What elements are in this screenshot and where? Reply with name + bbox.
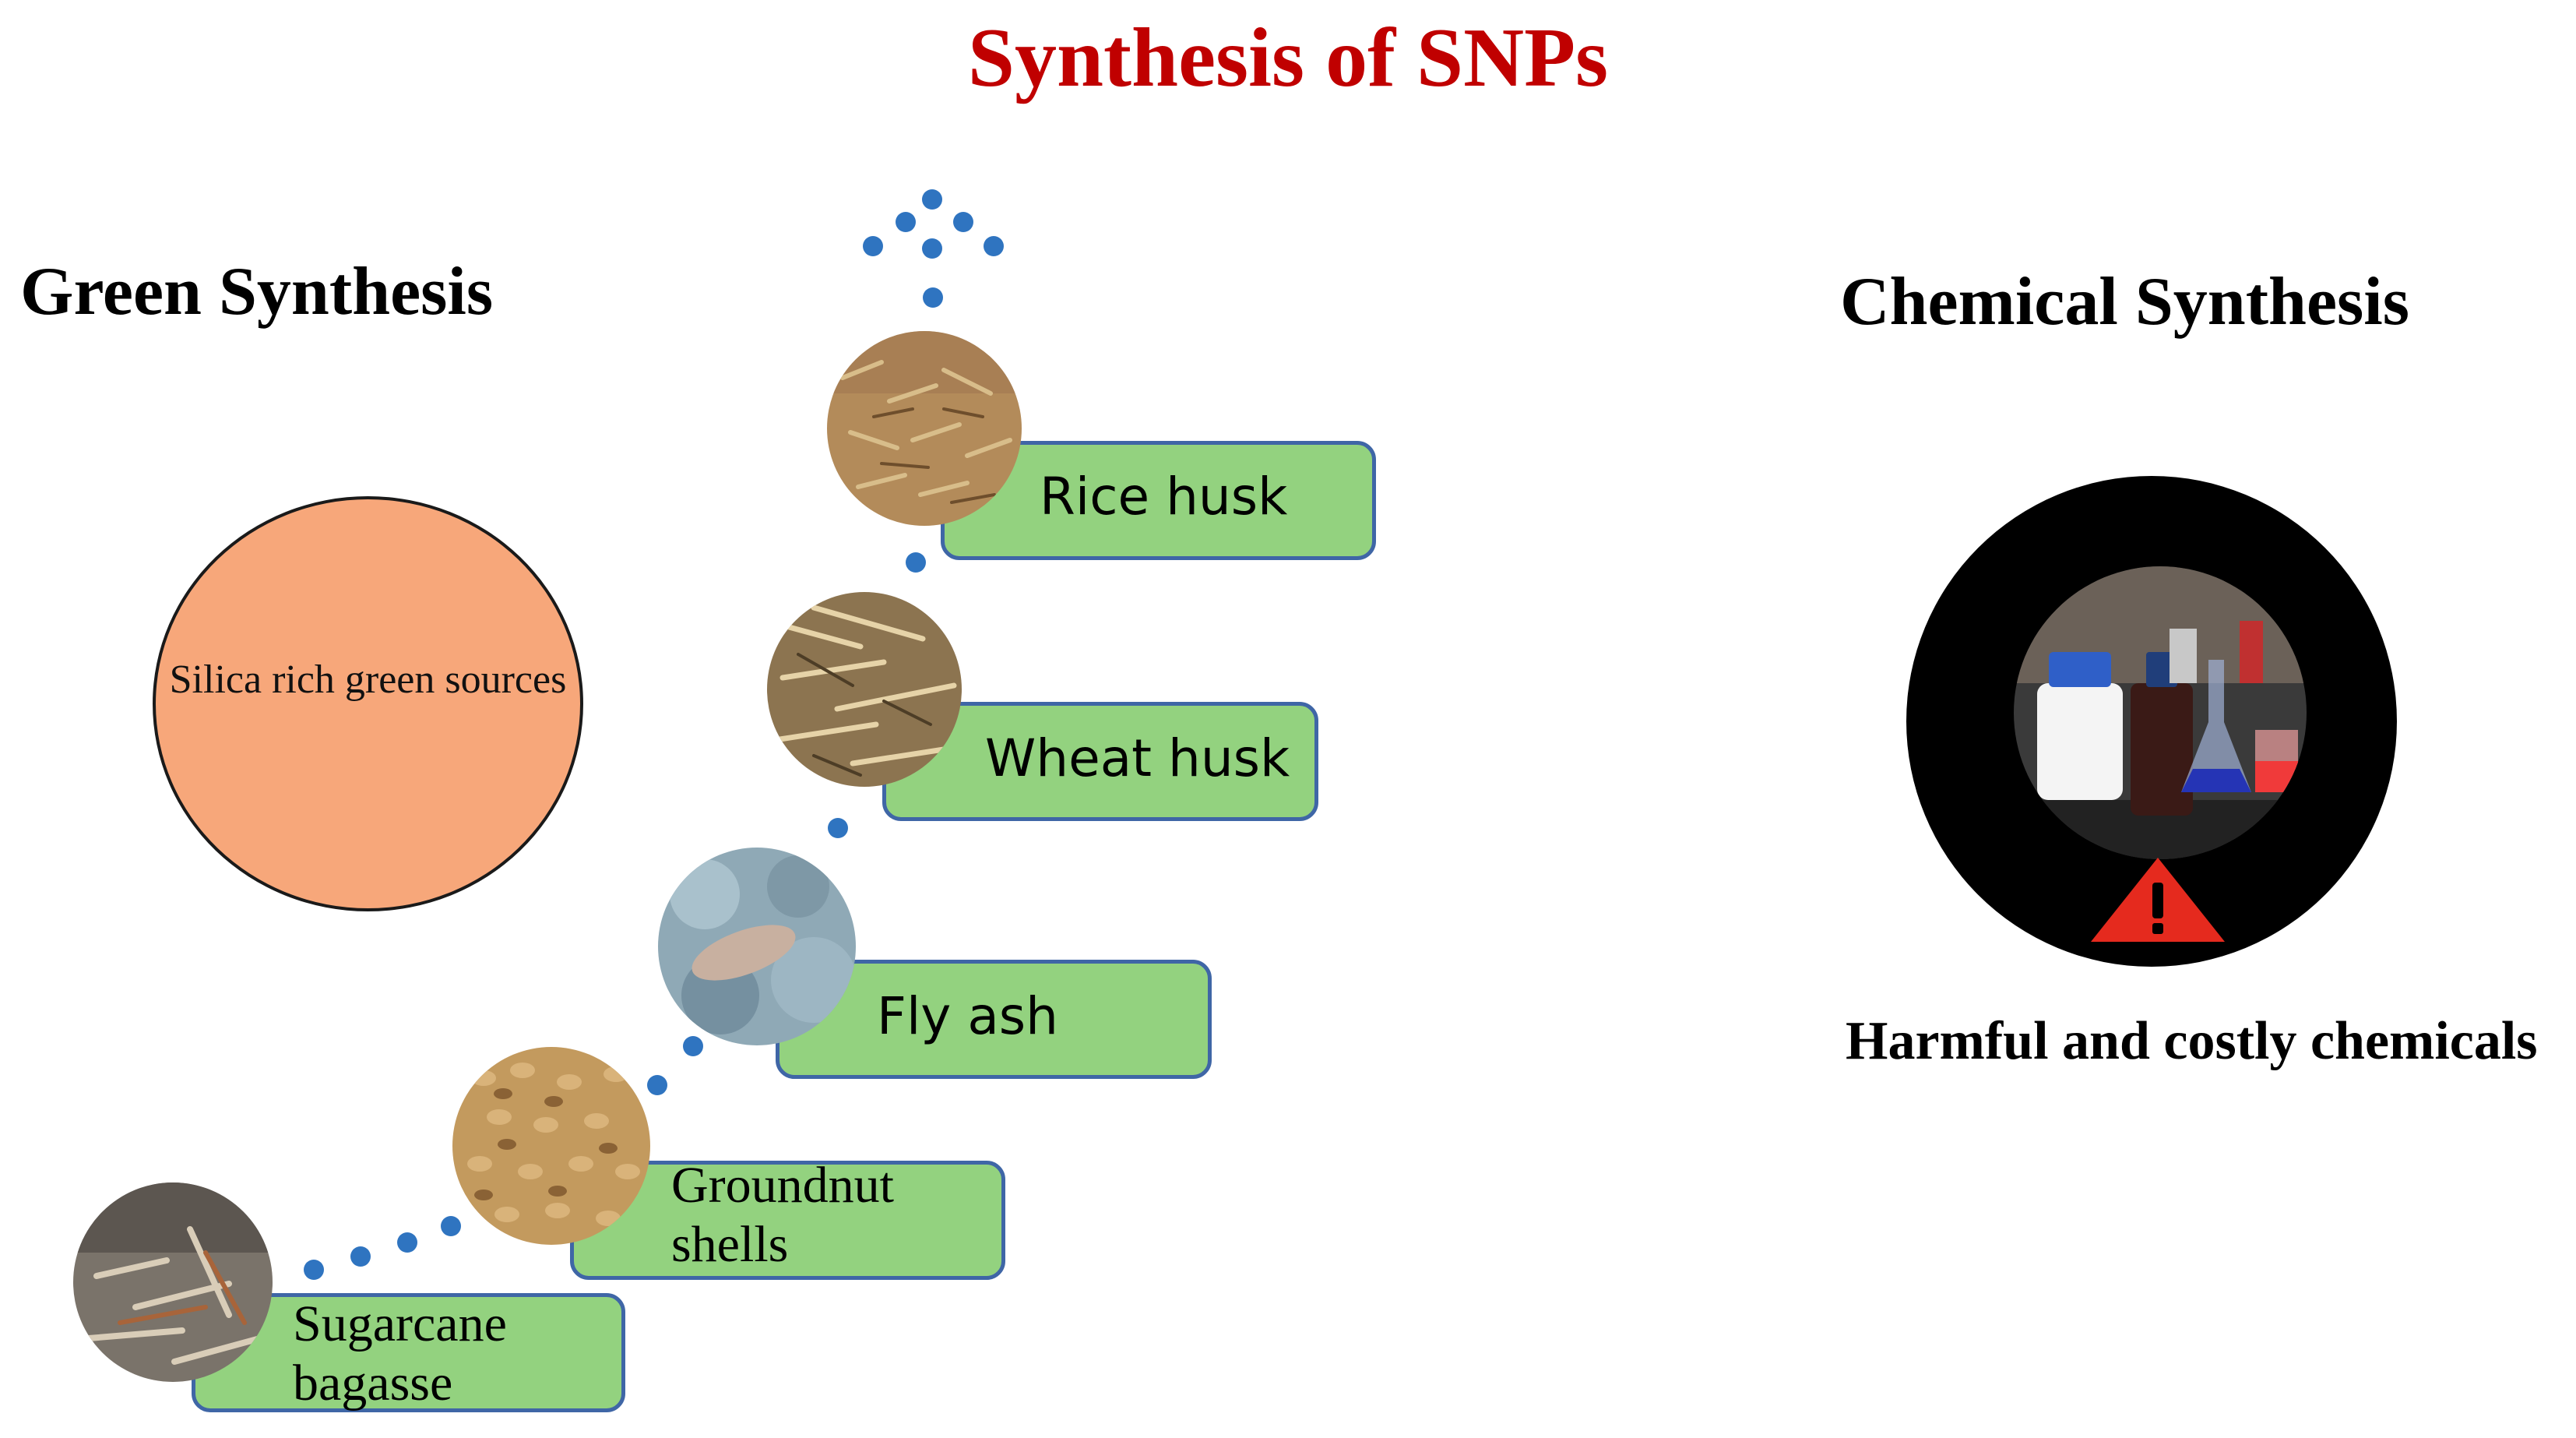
- path-dot: [647, 1075, 667, 1095]
- path-dot: [906, 552, 926, 573]
- path-dot: [683, 1036, 703, 1056]
- path-dot: [828, 818, 848, 838]
- sugarcane-bagasse-label: Sugarcane bagasse: [293, 1295, 507, 1412]
- path-dot: [953, 212, 973, 232]
- groundnut-shells-photo: [452, 1047, 650, 1245]
- wheat-husk-label: Wheat husk: [985, 728, 1290, 788]
- path-dot: [397, 1232, 417, 1253]
- path-dot: [922, 238, 942, 259]
- path-dot: [984, 236, 1004, 256]
- path-dot: [350, 1246, 371, 1267]
- sugarcane-bagasse-photo: [73, 1182, 273, 1382]
- path-dot: [922, 189, 942, 210]
- fly-ash-photo: [658, 848, 856, 1045]
- rice-husk-label: Rice husk: [1040, 467, 1288, 527]
- diagram-title: Synthesis of SNPs: [967, 12, 1609, 104]
- path-dot: [863, 236, 883, 256]
- chemical-bottles-photo: [2014, 566, 2307, 859]
- rice-husk-photo: [827, 331, 1022, 526]
- silica-sources-circle: [153, 496, 583, 911]
- path-dot: [923, 287, 943, 308]
- path-dot: [896, 212, 916, 232]
- green-synthesis-heading: Green Synthesis: [20, 254, 494, 330]
- wheat-husk-photo: [767, 592, 962, 787]
- groundnut-shells-label: Groundnut shells: [671, 1157, 894, 1273]
- silica-sources-label: Silica rich green sources: [169, 657, 567, 702]
- warning-triangle-icon: [2088, 855, 2228, 945]
- path-dot: [441, 1216, 461, 1236]
- chemical-synthesis-heading: Chemical Synthesis: [1840, 264, 2409, 340]
- chemical-caption: Harmful and costly chemicals: [1846, 1011, 2538, 1071]
- fly-ash-label: Fly ash: [877, 986, 1058, 1046]
- path-dot: [304, 1260, 324, 1280]
